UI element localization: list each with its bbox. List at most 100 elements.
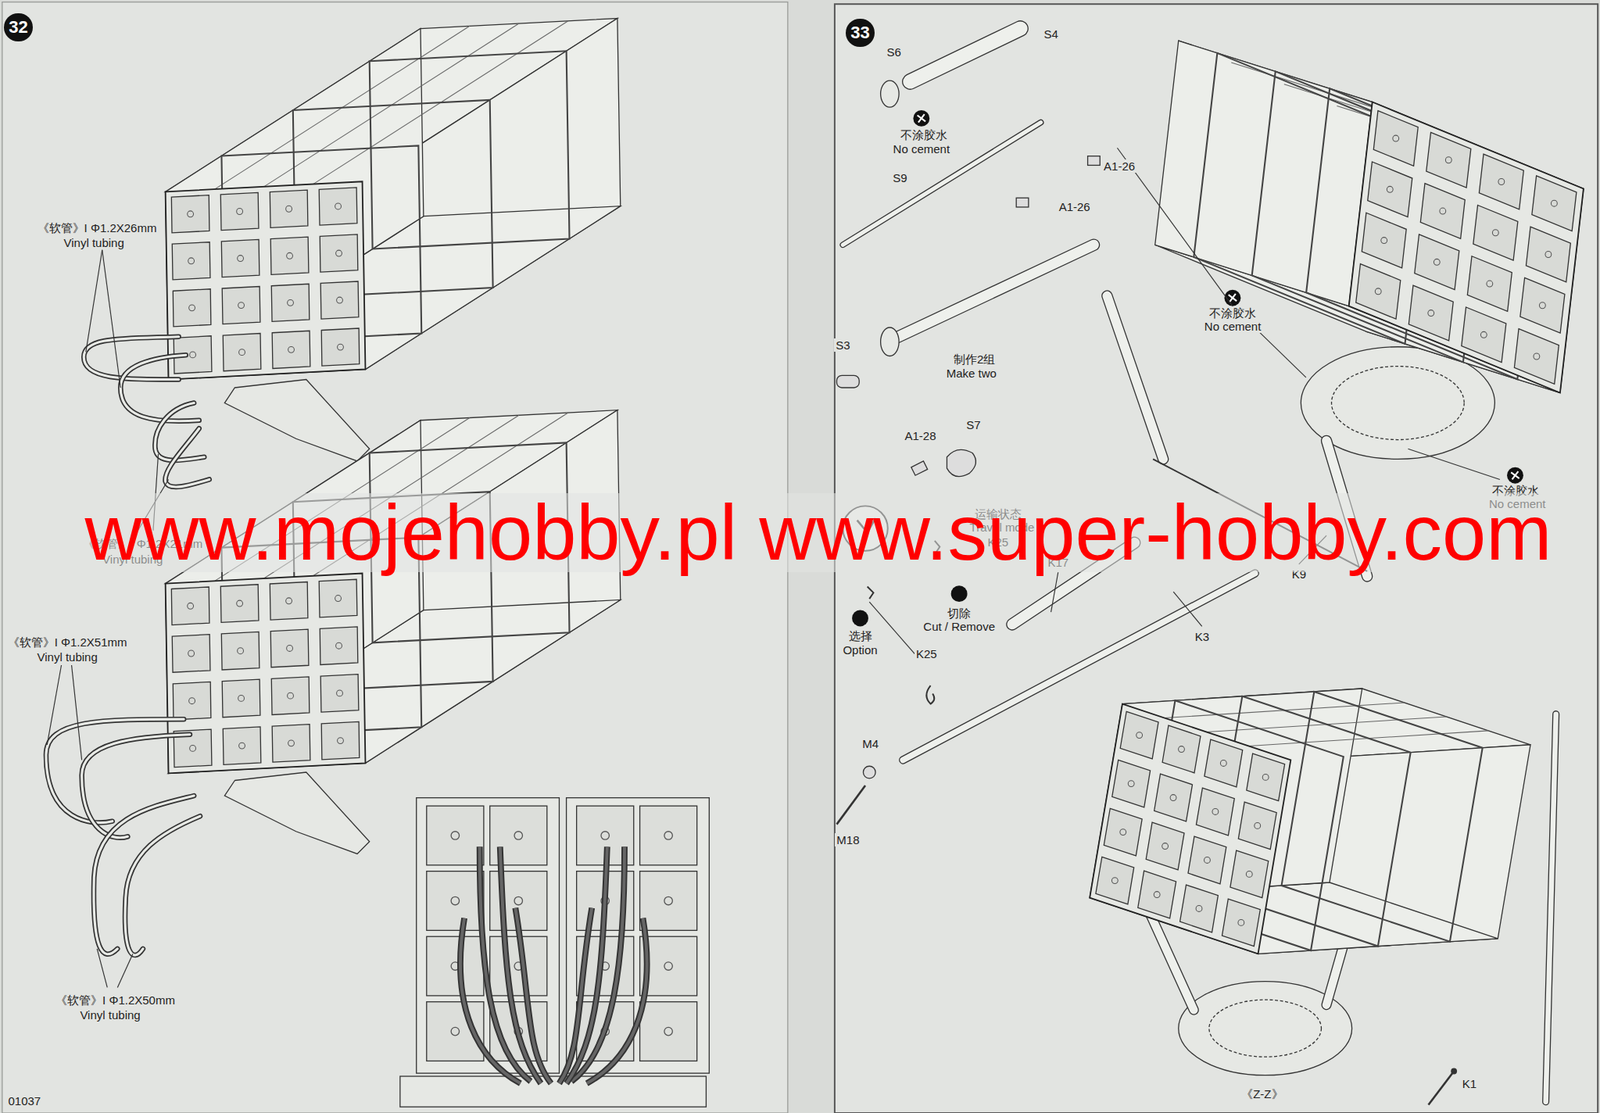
cell-cap [1445,157,1452,164]
part-label: Option [841,643,879,657]
rod-part [1106,296,1164,460]
part-label: Vinyl tubing [35,650,100,664]
tube-cell [271,283,310,322]
pod-strap [221,145,422,344]
leader-line [71,665,83,760]
inset-cell [640,1002,698,1062]
inset-tube [515,908,552,1084]
part-label: 不涂胶水 [1207,306,1258,320]
tube-cell [1467,256,1512,312]
cell-cap [189,351,197,358]
part-label: Make two [944,366,999,380]
tube-cell [1356,264,1401,320]
leader-line [117,953,133,988]
a1-26-part [1088,156,1101,166]
tube-cell [1188,836,1227,885]
step-number: 32 [3,13,33,42]
inset-cap [664,896,673,905]
rod-part [842,122,1041,246]
tube-cell [321,721,360,760]
part-label: 《软管》I Φ1.2X51mm [6,635,129,649]
watermark: www.mojehobby.pl www.super-hobby.com [82,493,1556,573]
part-label: S3 [834,338,852,352]
part-label: Vinyl tubing [62,236,126,250]
tube-cell [320,281,359,319]
inset-cap [601,831,609,840]
tube-cell [221,286,261,325]
cell-cap [1433,258,1440,265]
cylinder-end [880,327,899,357]
cell-cap [1492,229,1499,237]
cell-cap [1153,891,1160,899]
part-label: 《Z-Z》 [1239,1087,1285,1101]
cell-cap [1111,877,1118,885]
pod-side [165,420,424,774]
cell-cap [1204,857,1211,864]
tube-cell [1221,898,1260,947]
part-label: No cement [891,142,953,156]
inset-cell [640,871,698,931]
tube-cell [1414,234,1460,290]
part-label: A1-26 [1102,159,1137,173]
cell-cap [286,597,293,605]
tube-cell [221,679,261,718]
cell-cap [286,252,294,259]
tube-cell [1461,307,1507,363]
cell-cap [1480,331,1487,338]
cell-cap [1539,302,1546,309]
cell-cap [1220,760,1227,767]
cell-cap [237,647,244,655]
cell-cap [1374,288,1382,295]
cell-cap [286,645,294,652]
m18-part [836,785,866,825]
inset-cell [426,871,484,931]
cell-cap [287,692,294,699]
part-label: 制作2组 [952,352,997,366]
cut-icon [951,585,968,602]
inset-stack [416,798,560,1074]
cell-cap [236,208,244,215]
cell-cap [1550,200,1558,207]
part-label: No cement [1202,319,1264,333]
rod-part [1106,296,1164,460]
tube-cell [318,187,358,226]
cell-cap [1533,353,1540,360]
inset-cap [664,962,673,971]
cell-cap [1498,178,1505,186]
tube-cell [318,579,358,618]
cell-cap [1545,251,1552,258]
pod-side [165,28,424,380]
cell-cap [336,690,344,697]
s6-disk [880,80,899,108]
tube-cell [1367,161,1413,218]
cell-cap [337,737,344,745]
pod-front [1089,704,1291,955]
vinyl-tube [82,734,190,838]
cell-cap [237,255,244,262]
rod-part [1546,714,1557,1103]
part-label: K25 [914,647,939,661]
cell-cap [1195,905,1203,913]
tube-cell [1373,110,1418,167]
s3-cap [836,375,860,388]
inset-tube [460,918,521,1084]
tube-cell [222,333,262,372]
inset-tube [587,918,648,1084]
inset-cell [640,805,698,866]
inset-base [400,1076,707,1107]
cradle [224,772,369,854]
cell-cap [337,343,344,351]
inset-tube [558,908,592,1084]
cell-cap [1120,829,1127,836]
inset-tube [558,908,592,1084]
cell-cap [238,695,245,702]
cradle [224,379,369,462]
cell-cap [335,203,342,210]
inset-cell [426,936,484,996]
tube-cell [1103,808,1142,856]
part-label: S4 [1042,27,1060,41]
leader-line [1407,448,1500,480]
cell-cap [287,299,294,306]
